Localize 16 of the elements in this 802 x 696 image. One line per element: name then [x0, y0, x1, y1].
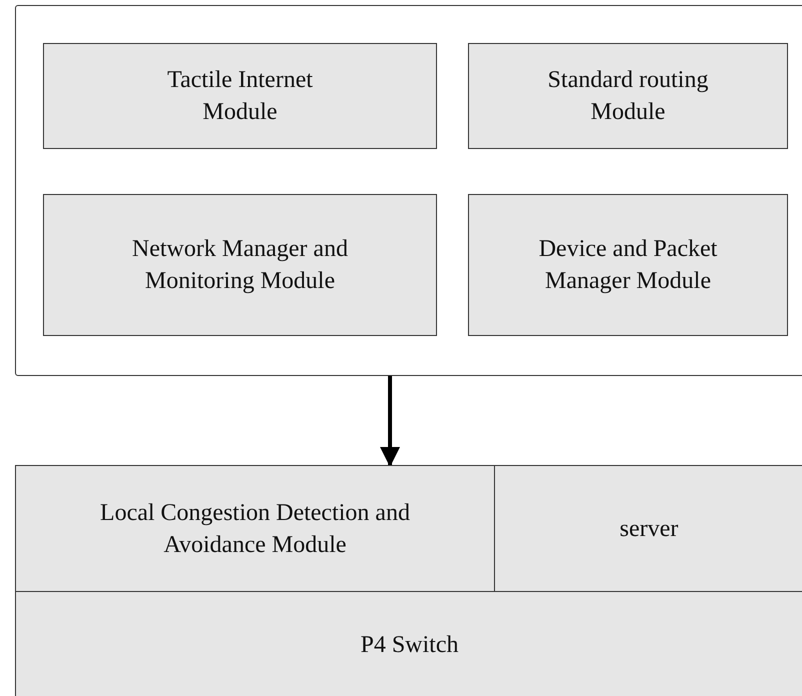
module-box — [43, 194, 437, 336]
module-box — [468, 194, 788, 336]
module-label: server — [618, 514, 680, 544]
arrow — [380, 376, 400, 467]
module-box — [468, 43, 788, 149]
module-label: Local Congestion Detection and Avoidance Module — [99, 498, 411, 560]
module-label: Standard routing Module — [546, 66, 710, 127]
module-box — [43, 43, 437, 149]
module-box — [494, 465, 802, 592]
container-box — [15, 5, 802, 376]
module-label: Network Manager and Monitoring Module — [131, 235, 349, 296]
module-label: Device and Packet Manager Module — [538, 235, 718, 296]
module-box — [15, 465, 495, 592]
module-box — [15, 591, 802, 696]
module-label: P4 Switch — [359, 630, 460, 660]
module-label: Tactile Internet Module — [166, 66, 314, 127]
